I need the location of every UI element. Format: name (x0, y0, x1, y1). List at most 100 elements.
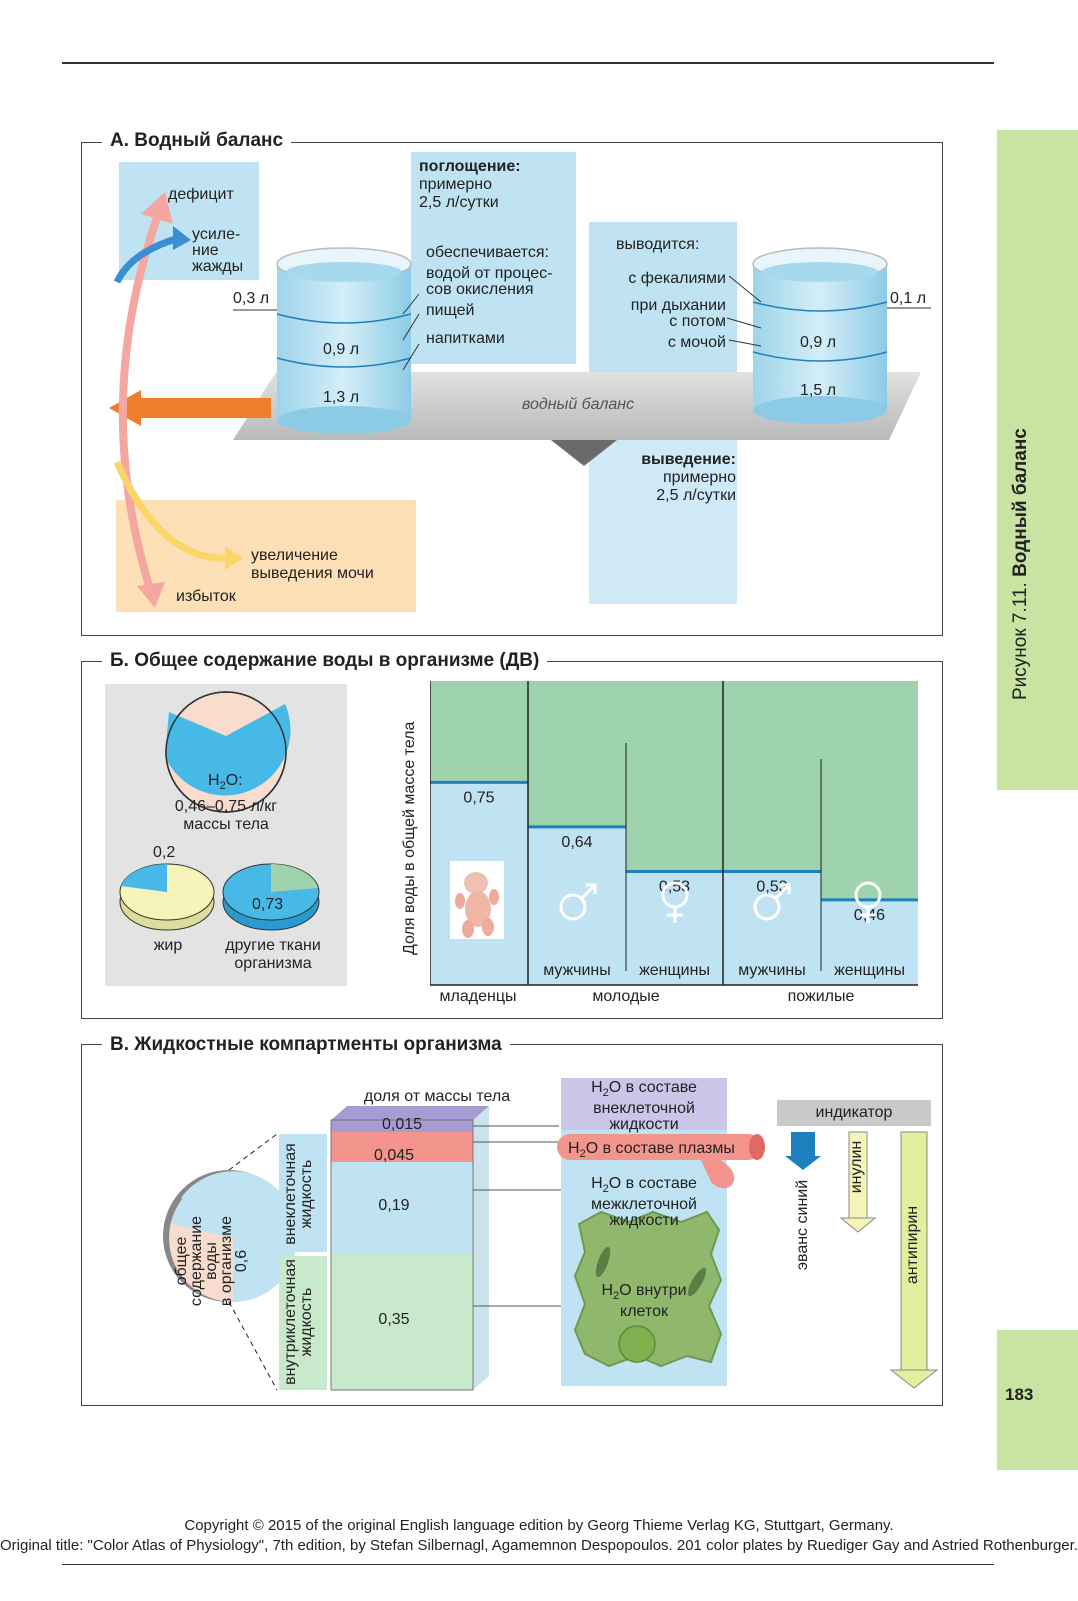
col-header: доля от массы тела (363, 1088, 511, 1105)
supplied-item-2: сов окисления (426, 281, 534, 298)
fat-value: 0,2 (153, 844, 176, 861)
intake-line-2: 2,5 л/сутки (419, 194, 499, 211)
fat-label: жир (153, 937, 183, 954)
bar-water-3 (723, 871, 821, 985)
panel-a-graphic (109, 152, 931, 612)
output-vessel (752, 247, 888, 424)
other-label-1: другие ткани (225, 937, 321, 954)
pie-label-line1: O: (225, 772, 243, 789)
thirst-label-3: жажды (192, 258, 244, 275)
page-number: 183 (1005, 1385, 1034, 1404)
group-elderly: пожилые (787, 988, 855, 1005)
excreted-item-2: при дыхании (630, 297, 726, 314)
fulcrum (551, 440, 617, 466)
circle-label-3: воды (203, 1242, 220, 1280)
value-interstitial: 0,19 (378, 1197, 410, 1214)
bar-value-1: 0,64 (561, 834, 592, 851)
bar-water-2 (626, 871, 723, 985)
bar-value-0: 0,75 (463, 789, 494, 806)
excreted-item-1: с фекалиями (628, 270, 726, 287)
inulin-label: инулин (848, 1140, 865, 1194)
bar-value-2: 0,53 (659, 879, 690, 896)
male-icon (559, 883, 597, 921)
supplied-head: обеспечивается: (426, 244, 549, 261)
group-infants: младенцы (439, 988, 517, 1005)
beam-label: водный баланс (522, 396, 635, 413)
water-inter-2: межклеточной (590, 1196, 697, 1214)
figure-label: Рисунок 7.11. (1010, 582, 1031, 700)
water-extra-2: внеклеточной (593, 1100, 695, 1118)
extracellular-label: внеклеточная жидкость (282, 1136, 315, 1252)
intake-vessel (276, 247, 412, 434)
intake-area (411, 152, 576, 364)
circle-label: общее содержание воды в организме 0,6 (173, 1206, 250, 1316)
compartment-interstitial (331, 1162, 473, 1254)
circle-label-4: в организме (218, 1215, 235, 1307)
antipyrine-label: антипирин (904, 1205, 921, 1285)
right-vessel-bottom: 1,5 л (800, 382, 837, 399)
urine-increase-2: выведения мочи (251, 565, 374, 582)
water-cells-1: O внутри (619, 1282, 687, 1299)
right-vessel-mid: 0,9 л (800, 334, 837, 351)
urine-arrow (113, 460, 230, 562)
blood-vessel (557, 1134, 761, 1160)
water-cells-2: клеток (620, 1303, 668, 1321)
thirst-label-1: усиле- (192, 226, 241, 243)
other-label-2: организма (234, 955, 312, 972)
supplied-item-4: напитками (426, 330, 505, 347)
value-plasma: 0,045 (373, 1147, 415, 1164)
compartment-plasma (331, 1132, 473, 1162)
excreted-head: выводится: (616, 236, 700, 253)
panel-a-title: А. Водный баланс (102, 130, 292, 152)
value-intracellular: 0,35 (378, 1311, 410, 1328)
group-young: молодые (592, 988, 660, 1005)
left-vessel-top: 0,3 л (233, 290, 270, 307)
pie-water-label: H2O: (208, 772, 243, 793)
supplied-item-1: водой от процес- (426, 265, 553, 282)
left-arrow (109, 390, 271, 426)
circle-label-2: содержание (188, 1215, 205, 1307)
water-cells-label: H2O внутри клеток (561, 1282, 727, 1321)
circle-label-5: 0,6 (233, 1249, 250, 1273)
bar-sub-2: женщины (639, 962, 710, 979)
extracellular-label-2: жидкость (298, 1159, 315, 1229)
nucleus (618, 1325, 656, 1363)
water-extra-label: H2O в составе внеклеточной жидкости (561, 1079, 727, 1134)
pie-range: 0,46–0,75 л/кг (174, 798, 278, 815)
water-plasma-label: H2O в составе плазмы (568, 1140, 735, 1161)
water-extra-1: O в составе (608, 1079, 697, 1096)
compartment-intracellular (331, 1254, 473, 1390)
pie-range-2: массы тела (183, 816, 269, 833)
panel-a (81, 142, 943, 636)
excess-area (116, 500, 416, 612)
intracellular-label-1: внутриклеточная (282, 1259, 299, 1385)
female-icon (661, 881, 689, 923)
deficit-label: дефицит (168, 186, 234, 203)
bottom-rule (62, 1564, 994, 1565)
compartments-graphic (163, 1078, 939, 1391)
panel-c (81, 1044, 943, 1406)
intracellular-label-2: жидкость (298, 1287, 315, 1357)
panel-b-title: Б. Общее содержание воды в организме (ДВ… (102, 650, 548, 672)
intake-head: поглощение: (419, 158, 521, 175)
right-vessel-top: 0,1 л (890, 290, 927, 307)
sidebar-band-bottom (997, 1330, 1078, 1470)
copyright-2: Original title: "Color Atlas of Physiolo… (0, 1537, 1078, 1554)
water-plasma: O в составе плазмы (585, 1140, 735, 1157)
bar-sub-4: женщины (834, 962, 905, 979)
top-rule (62, 62, 994, 64)
output-line-1: примерно (662, 469, 736, 486)
total-water-circle (163, 1170, 298, 1302)
bar-water-1 (528, 826, 626, 985)
circle-label-1: общее (173, 1236, 190, 1286)
infant-picture (450, 861, 504, 939)
output-line-2: 2,5 л/сутки (656, 487, 736, 504)
bar-sub-3: мужчины (738, 962, 806, 979)
figure-caption: Рисунок 7.11. Водный баланс (1010, 428, 1032, 700)
water-inter-3: жидкости (609, 1212, 679, 1230)
water-extra-3: жидкости (609, 1116, 679, 1134)
deficit-excess-arrow (118, 210, 163, 594)
panel-c-title: В. Жидкостные компартменты организма (102, 1034, 510, 1056)
y-axis-label: Доля воды в общей массе тела (401, 721, 418, 955)
intracellular-label: внутриклеточная жидкость (282, 1256, 315, 1388)
